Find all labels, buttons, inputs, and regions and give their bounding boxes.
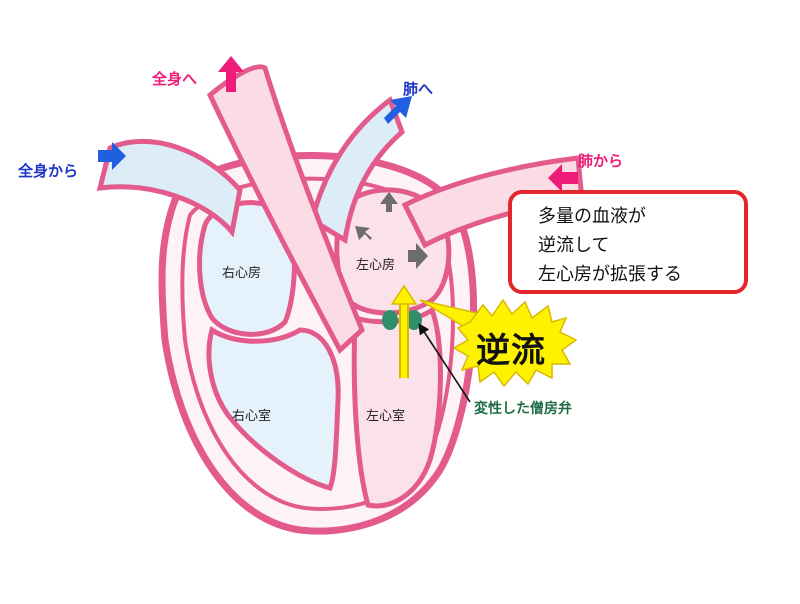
to-body-label: 全身へ: [152, 70, 198, 88]
expansion-arrow-left: [355, 226, 372, 240]
to-body-arrow: [218, 56, 244, 92]
expansion-arrow-up: [380, 192, 398, 212]
callout-line-1: 多量の血液が: [538, 206, 646, 227]
mitral-valve-right-leaflet: [406, 310, 422, 330]
vena-cava-vessel: [96, 138, 243, 238]
from-body-arrow: [98, 142, 126, 170]
valve-pointer-line: [418, 323, 471, 403]
right-ventricle-chamber: [206, 326, 341, 491]
to-lungs-label: 肺へ: [403, 80, 434, 98]
callout-line-3: 左心房が拡張する: [538, 264, 682, 285]
from-lungs-label: 肺から: [578, 152, 624, 170]
left-atrium-label: 左心房: [356, 258, 396, 273]
callout-line-2: 逆流して: [538, 235, 610, 256]
right-atrium-label: 右心房: [222, 266, 262, 281]
aorta-vessel: [206, 64, 365, 355]
degenerated-valve-label: 変性した僧房弁: [474, 401, 572, 417]
left-ventricle-label: 左心室: [366, 409, 406, 424]
from-body-label: 全身から: [18, 162, 79, 180]
expansion-arrow-right: [408, 243, 428, 269]
regurgitation-arrow: [390, 284, 418, 378]
to-lungs-arrow: [384, 96, 412, 124]
mitral-valve-left-leaflet: [382, 310, 398, 330]
from-lungs-arrow: [548, 164, 578, 192]
right-atrium-chamber: [197, 200, 297, 337]
pulmonary-vein-vessel: [401, 155, 585, 249]
regurgitation-burst-text: 逆流: [476, 331, 546, 371]
callout-box: 多量の血液が 逆流して 左心房が拡張する: [508, 190, 748, 294]
burst-star: [452, 298, 578, 388]
right-ventricle-label: 右心室: [232, 409, 272, 424]
